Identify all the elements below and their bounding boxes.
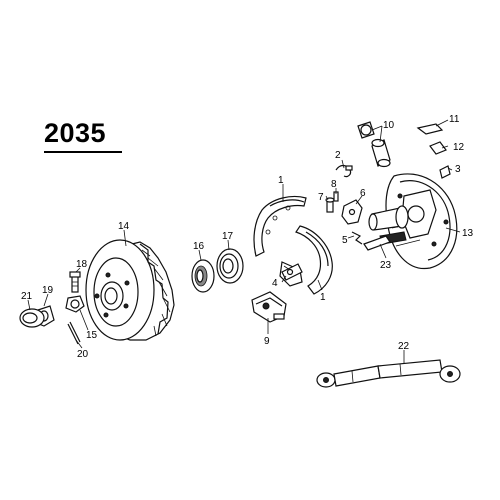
spindle[interactable] bbox=[368, 205, 409, 231]
label-7: 7 bbox=[318, 192, 324, 203]
label-21: 21 bbox=[21, 291, 33, 302]
label-5: 5 bbox=[342, 235, 348, 246]
brake-shoe-lower[interactable] bbox=[279, 225, 333, 295]
label-12: 12 bbox=[453, 142, 465, 153]
label-18: 18 bbox=[76, 259, 88, 270]
label-16: 16 bbox=[193, 241, 205, 252]
label-22: 22 bbox=[398, 341, 410, 352]
grease-cap-small[interactable] bbox=[439, 165, 451, 179]
label-1a: 1 bbox=[278, 175, 284, 186]
cotter-pin[interactable] bbox=[67, 321, 81, 345]
magnet-clip[interactable] bbox=[429, 141, 447, 155]
bracket-plate[interactable] bbox=[341, 199, 363, 225]
label-1b: 1 bbox=[320, 292, 326, 303]
label-2: 2 bbox=[335, 150, 341, 161]
brake-shoe-upper[interactable] bbox=[253, 195, 307, 257]
magnet-bracket[interactable] bbox=[416, 123, 444, 135]
label-15: 15 bbox=[86, 330, 98, 341]
label-9: 9 bbox=[264, 336, 270, 347]
wheel-bolt[interactable] bbox=[69, 271, 81, 293]
shock-absorber[interactable] bbox=[316, 359, 461, 388]
cable-lever[interactable] bbox=[363, 235, 391, 251]
spring-clip[interactable] bbox=[335, 164, 353, 178]
label-10: 10 bbox=[383, 120, 395, 131]
wheel-nut[interactable] bbox=[65, 295, 85, 313]
label-6: 6 bbox=[360, 188, 366, 199]
label-19: 19 bbox=[42, 285, 54, 296]
figure-number: 2035 bbox=[44, 118, 107, 148]
label-11: 11 bbox=[449, 114, 460, 125]
label-4: 4 bbox=[272, 278, 278, 289]
label-14: 14 bbox=[118, 221, 130, 232]
figure-number-underline bbox=[44, 151, 122, 153]
label-3: 3 bbox=[455, 164, 461, 175]
pin[interactable] bbox=[325, 197, 335, 213]
retainer-clip[interactable] bbox=[351, 231, 363, 245]
label-13: 13 bbox=[462, 228, 474, 239]
inner-bearing[interactable] bbox=[216, 248, 244, 284]
outer-bearing[interactable] bbox=[191, 259, 215, 293]
actuator-block[interactable] bbox=[251, 291, 287, 323]
label-17: 17 bbox=[222, 231, 234, 242]
label-20: 20 bbox=[77, 349, 89, 360]
brake-drum[interactable] bbox=[85, 239, 175, 341]
label-8: 8 bbox=[331, 179, 337, 190]
backing-plate[interactable] bbox=[379, 173, 458, 270]
callout-labels: 1 1 2 3 4 5 6 7 8 9 10 11 12 13 14 15 16… bbox=[21, 114, 474, 360]
leader-lines bbox=[27, 119, 461, 364]
label-23: 23 bbox=[380, 260, 392, 271]
dust-cap[interactable] bbox=[19, 308, 45, 328]
